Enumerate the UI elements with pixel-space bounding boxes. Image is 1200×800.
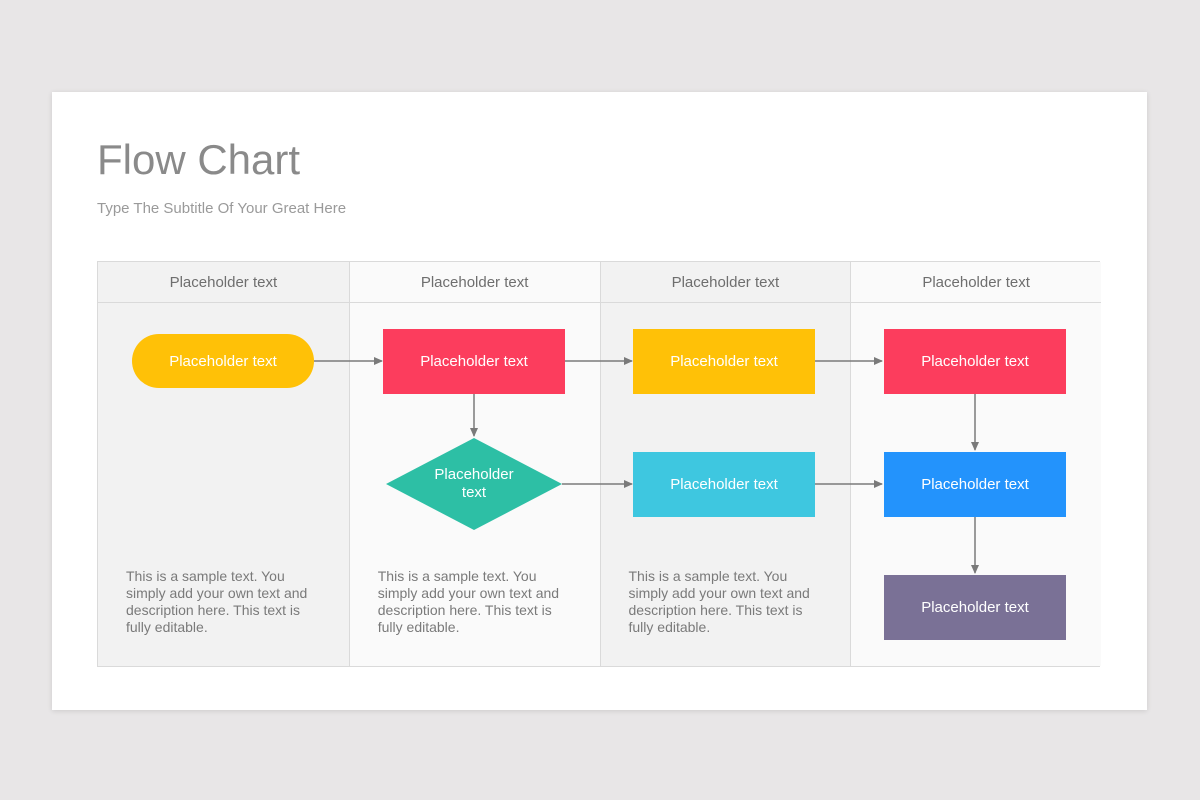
process-node-cyan[interactable]: Placeholder text: [633, 452, 815, 517]
process-label-yellow: Placeholder text: [670, 353, 778, 370]
column-description-1: This is a sample text. You simply add yo…: [126, 568, 308, 635]
decision-label: Placeholder text: [434, 466, 514, 501]
column-description-2: This is a sample text. You simply add yo…: [377, 568, 560, 635]
column-header-4: Placeholder text: [851, 262, 1101, 303]
column-header-1: Placeholder text: [98, 262, 349, 303]
slide: Flow Chart Type The Subtitle Of Your Gre…: [52, 92, 1147, 710]
decision-node[interactable]: Placeholder text: [386, 438, 562, 530]
start-terminator-label: Placeholder text: [169, 352, 277, 370]
process-node-yellow[interactable]: Placeholder text: [633, 329, 815, 394]
column-header-2: Placeholder text: [349, 262, 600, 303]
column-description-3: This is a sample text. You simply add yo…: [628, 568, 810, 635]
swimlane-column-1: Placeholder text This is a sample text. …: [98, 262, 349, 666]
connector-arrows: [314, 357, 979, 574]
process-label-blue: Placeholder text: [921, 476, 1029, 493]
slide-subtitle: Type The Subtitle Of Your Great Here: [97, 200, 347, 217]
process-label-cyan: Placeholder text: [670, 476, 778, 493]
swimlane-table: Placeholder text This is a sample text. …: [97, 261, 1101, 667]
process-node-red-2[interactable]: Placeholder text: [884, 329, 1066, 394]
process-label-red-2: Placeholder text: [921, 353, 1029, 370]
column-header-3: Placeholder text: [600, 262, 851, 303]
diamond-shape: [386, 438, 562, 530]
process-label-purple: Placeholder text: [921, 599, 1029, 616]
start-terminator-node[interactable]: Placeholder text: [132, 334, 314, 388]
slide-title: Flow Chart: [97, 136, 301, 183]
process-node-red-1[interactable]: Placeholder text: [383, 329, 565, 394]
process-node-purple[interactable]: Placeholder text: [884, 575, 1066, 640]
process-node-blue[interactable]: Placeholder text: [884, 452, 1066, 517]
process-label-red-1: Placeholder text: [420, 353, 528, 370]
